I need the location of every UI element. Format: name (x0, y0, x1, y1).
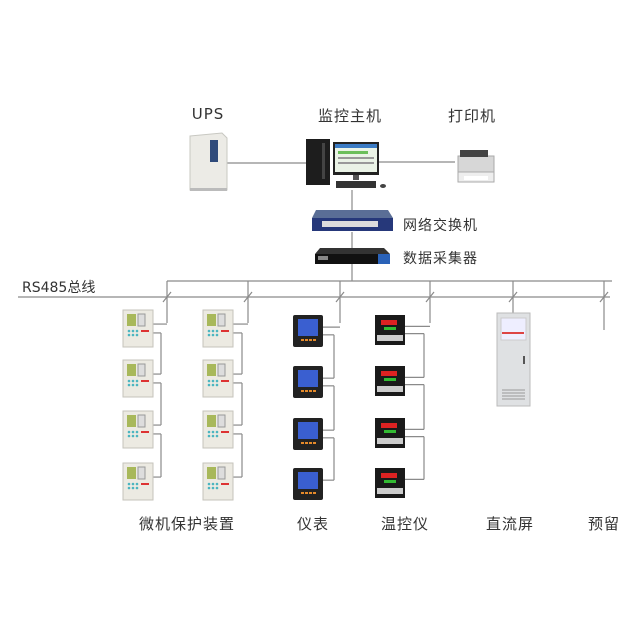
protection-relay-icon (202, 410, 234, 449)
power-meter-icon (293, 468, 323, 500)
network-switch-icon (312, 210, 393, 231)
temp-controller-label: 温控仪 (380, 515, 430, 533)
bus-drops (153, 281, 609, 481)
rs485-bus-label: RS485总线 (22, 280, 96, 296)
bus-tap-mark (162, 291, 172, 303)
bus-tap-mark (508, 291, 518, 303)
bus-tap-mark (335, 291, 345, 303)
protection-relay-icon (202, 309, 234, 348)
reserved-label: 预留 (587, 515, 621, 533)
temperature-controller-icon (375, 315, 405, 345)
field-devices (122, 309, 531, 501)
data-collector-icon (315, 248, 390, 264)
protection-relay-icon (202, 359, 234, 398)
protection-relay-icon (122, 359, 154, 398)
protection-relay-icon (122, 309, 154, 348)
power-meter-icon (293, 418, 323, 450)
ups-label: UPS (191, 105, 225, 123)
bus-tap-mark (425, 291, 435, 303)
protection-relay-icon (122, 462, 154, 501)
collector-label: 数据采集器 (403, 251, 478, 267)
protection-relay-icon (122, 410, 154, 449)
printer-label: 打印机 (447, 107, 497, 125)
power-meter-icon (293, 366, 323, 398)
switch-label: 网络交换机 (403, 218, 478, 234)
computer-icon (306, 139, 386, 188)
ups-icon (189, 132, 228, 191)
protection-label: 微机保护装置 (138, 515, 236, 533)
host-label: 监控主机 (317, 107, 383, 125)
connection-lines (18, 161, 612, 298)
dc-panel-icon (496, 312, 531, 407)
dc-panel-label: 直流屏 (485, 515, 535, 533)
protection-relay-icon (202, 462, 234, 501)
meter-label: 仪表 (296, 515, 330, 533)
bus-tap-mark (599, 291, 609, 303)
temperature-controller-icon (375, 366, 405, 396)
temperature-controller-icon (375, 418, 405, 448)
printer-icon (457, 150, 495, 183)
power-meter-icon (293, 315, 323, 347)
temperature-controller-icon (375, 468, 405, 498)
bus-tap-mark (243, 291, 253, 303)
